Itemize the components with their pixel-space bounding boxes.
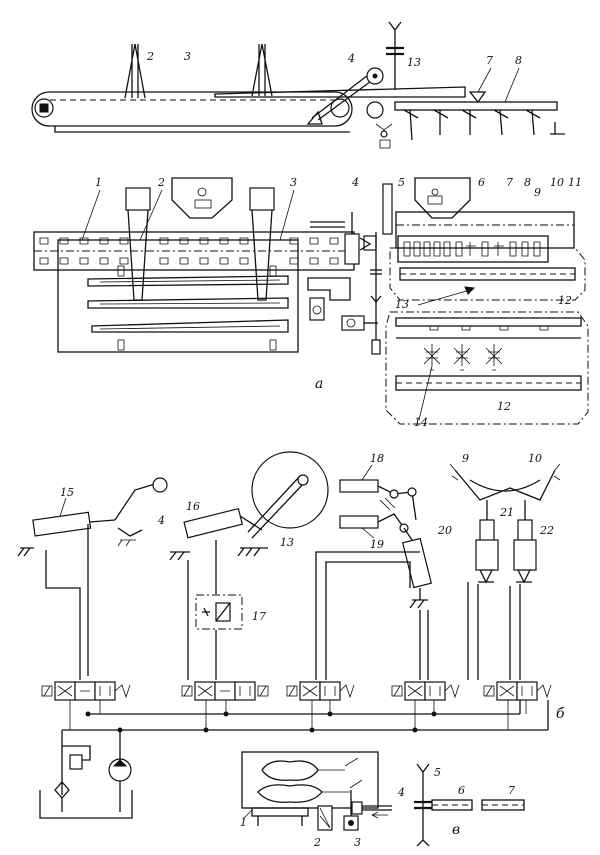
- panel-a-plan-view: 1 2 3 4 5 6 7 8 9 10 11 12 13 14 12 а: [33, 176, 589, 429]
- label: 21: [499, 506, 514, 519]
- panel-b-hydraulic-scheme: 15 4 16 13 17 18 19 20: [17, 451, 565, 819]
- panel-a-side-view: 2 3 4 13 7 8: [31, 21, 565, 149]
- label: 13: [395, 298, 409, 311]
- label: 7: [506, 176, 513, 189]
- label: 4: [347, 52, 355, 65]
- label: 18: [370, 452, 384, 465]
- panel-b-label: б: [556, 706, 565, 722]
- label: 6: [458, 784, 465, 797]
- label: 13: [407, 56, 421, 69]
- label: 7: [508, 784, 515, 797]
- label: 7: [486, 54, 493, 67]
- frame: [57, 239, 299, 353]
- panel-a-label: а: [315, 376, 323, 392]
- label: 11: [568, 176, 582, 189]
- label: 4: [351, 176, 359, 189]
- label: 9: [462, 452, 469, 465]
- label: 2: [146, 50, 154, 63]
- panel-v-label: в: [452, 822, 460, 838]
- label: 4: [157, 514, 165, 527]
- label: 9: [534, 186, 541, 199]
- label: 15: [60, 486, 74, 499]
- label: 12: [558, 294, 572, 307]
- label: 12: [497, 400, 511, 413]
- label: 2: [157, 176, 165, 189]
- label: 16: [186, 500, 200, 513]
- label: 14: [414, 416, 428, 429]
- throttle-valve: [195, 594, 243, 630]
- label: 17: [252, 610, 266, 623]
- label: 6: [478, 176, 485, 189]
- label: 2: [313, 836, 321, 849]
- label: 20: [437, 524, 452, 537]
- label: 8: [515, 54, 522, 67]
- panel-v-detail: 1 2 3 4 5 6 7 в: [240, 751, 525, 849]
- label: 5: [398, 176, 405, 189]
- label: 10: [550, 176, 564, 189]
- label: 1: [95, 176, 102, 189]
- label: 10: [528, 452, 542, 465]
- conveyor-belt: [31, 91, 353, 127]
- label: 3: [290, 176, 297, 189]
- label: 19: [370, 538, 384, 551]
- label: 3: [354, 836, 361, 849]
- label: 4: [397, 786, 405, 799]
- label: 5: [434, 766, 441, 779]
- label: 22: [539, 524, 554, 537]
- label: 13: [280, 536, 294, 549]
- label: 3: [184, 50, 191, 63]
- valve-bank: [41, 681, 552, 701]
- label: 1: [240, 816, 247, 829]
- label: 8: [524, 176, 531, 189]
